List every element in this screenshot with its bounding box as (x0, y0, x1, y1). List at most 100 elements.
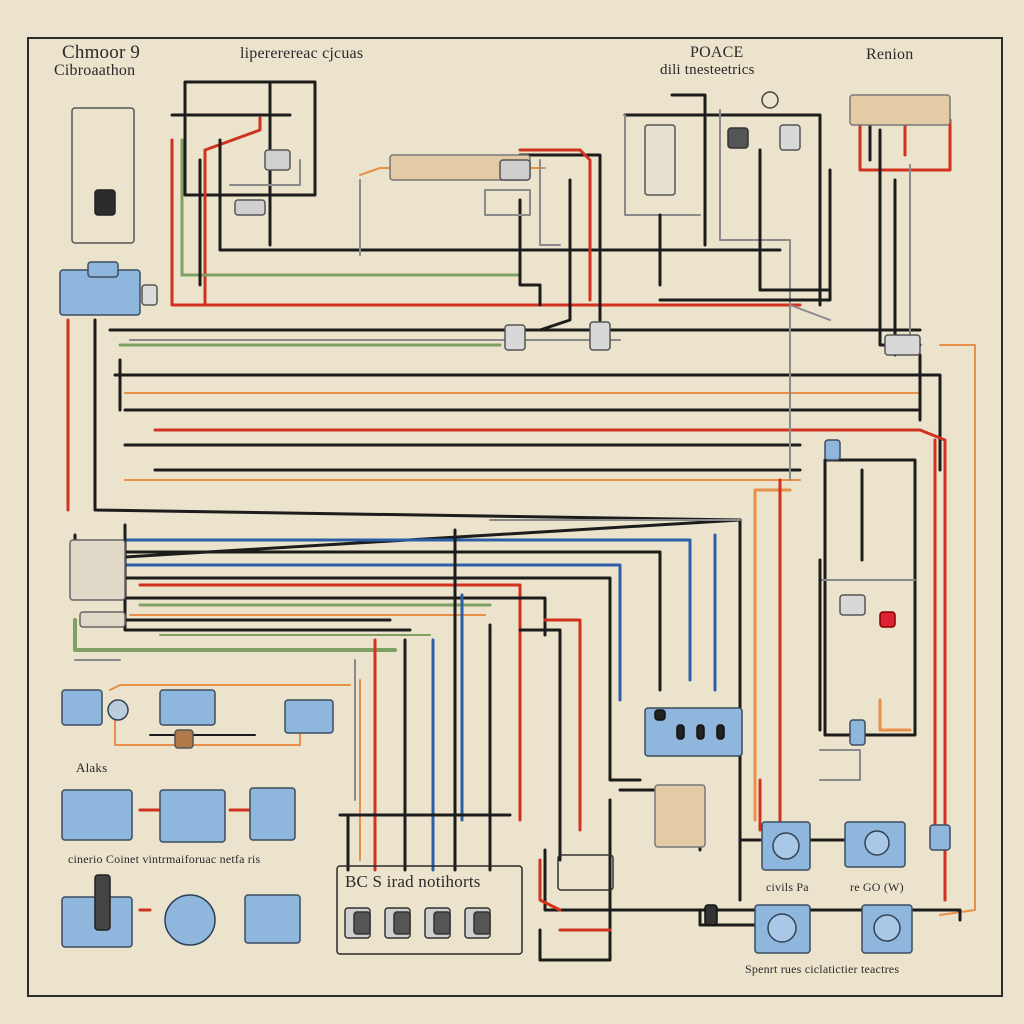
bottom-mid-right-label: civils Pa (766, 880, 809, 894)
fuse-slot-icon (353, 911, 371, 935)
wire-orange (753, 488, 792, 822)
wire-red (138, 583, 522, 822)
fuse-slot-icon (433, 911, 451, 935)
left-small-label: Alaks (76, 760, 108, 775)
motor-icon (107, 699, 129, 721)
motor-icon (767, 913, 797, 943)
bottom-left-caption: cinerio Coinet vintrmaiforuac netfa ris (68, 852, 261, 866)
wire-gray (539, 159, 561, 246)
relay-module-icon (94, 189, 116, 216)
relay-module-icon (824, 439, 841, 461)
wire-orange (939, 344, 976, 916)
wire-orange (109, 684, 351, 691)
title-far-right: Renion (866, 46, 914, 63)
switch-icon (264, 149, 291, 171)
terminal-block-icon (69, 539, 126, 601)
relay-module-icon (727, 127, 749, 149)
wire-red (518, 148, 592, 302)
relay-module-icon (61, 789, 133, 841)
schematic-frame-icon (71, 107, 135, 244)
wire-gray (484, 189, 531, 216)
box-caption: BC S irad notihorts (345, 872, 481, 891)
title-right-2: dili tnesteetrics (660, 62, 755, 78)
bottom-right-caption: Spenrt rues ciclatictier teactres (745, 962, 900, 976)
capacitor-icon (174, 729, 194, 749)
motor-icon (761, 91, 779, 109)
wire-gray (819, 749, 861, 781)
wire-black (518, 198, 542, 307)
fuse-slot-icon (393, 911, 411, 935)
relay-module-icon (589, 321, 611, 351)
wire-black (123, 550, 662, 692)
wire-black (183, 80, 317, 197)
terminal-block-icon (654, 784, 706, 848)
relay-module-icon (61, 689, 103, 726)
capacitor-icon (141, 284, 158, 306)
terminal-block-icon (884, 334, 921, 356)
bottom-right-small-label: re GO (W) (850, 880, 904, 894)
wire-blue (123, 563, 622, 702)
relay-module-icon (159, 789, 226, 843)
wire-black (518, 628, 562, 862)
relay-module-icon (929, 824, 951, 851)
wire-black (618, 908, 962, 922)
title-left-2: Cibroaathon (54, 62, 136, 79)
relay-module-icon (644, 124, 676, 196)
wire-black (658, 168, 832, 302)
wire-red (543, 618, 582, 832)
title-right-1: poace (690, 44, 744, 61)
wire-black (670, 93, 707, 247)
terminal-block-icon (849, 94, 951, 126)
wire-black (758, 148, 832, 292)
wire-red (203, 116, 262, 307)
wire-blue (123, 538, 692, 682)
relay-module-icon (779, 124, 801, 151)
wire-gray (624, 114, 701, 216)
relay-module-icon (284, 699, 334, 734)
wire-gray (719, 109, 831, 321)
relay-module-icon (879, 611, 896, 628)
title-center: lipererereac cjcuas (240, 45, 364, 62)
diagram-frame (27, 37, 1003, 997)
title-left-1: Chmoor 9 (62, 42, 141, 63)
motor-icon (772, 832, 800, 860)
motor-icon (164, 894, 216, 946)
wire-black (698, 908, 762, 927)
switch-icon (504, 324, 526, 351)
wire-green (180, 138, 522, 277)
terminal-block-icon (87, 261, 119, 278)
relay-module-icon (499, 159, 531, 181)
relay-module-icon (644, 707, 743, 757)
wire-gray (229, 159, 301, 186)
wire-black (123, 596, 547, 637)
relay-module-icon (849, 719, 866, 746)
wire-black (538, 798, 612, 962)
wire-black (518, 153, 602, 332)
switch-icon (234, 199, 266, 216)
wire-black (543, 848, 622, 912)
wire-black (538, 178, 572, 332)
relay-box-frame (336, 865, 523, 955)
relay-pin-icon (696, 724, 705, 740)
wire-red (538, 858, 562, 912)
motor-icon (873, 914, 901, 942)
wire-black (823, 458, 917, 737)
motor-icon (864, 830, 890, 856)
terminal-block-icon (94, 874, 111, 931)
capacitor-icon (704, 904, 718, 926)
wire-red (153, 428, 947, 902)
relay-module-icon (244, 894, 301, 944)
relay-pin-icon (676, 724, 685, 740)
wire-black (218, 138, 782, 252)
wire-black (623, 113, 822, 307)
terminal-block-icon (79, 611, 126, 628)
wire-green (73, 618, 397, 652)
wire-black (123, 576, 642, 782)
capacitor-icon (839, 594, 866, 616)
relay-module-icon (654, 709, 666, 721)
relay-module-icon (557, 854, 614, 891)
fuse-slot-icon (473, 911, 491, 935)
wire-red (858, 118, 952, 172)
relay-pin-icon (716, 724, 725, 740)
